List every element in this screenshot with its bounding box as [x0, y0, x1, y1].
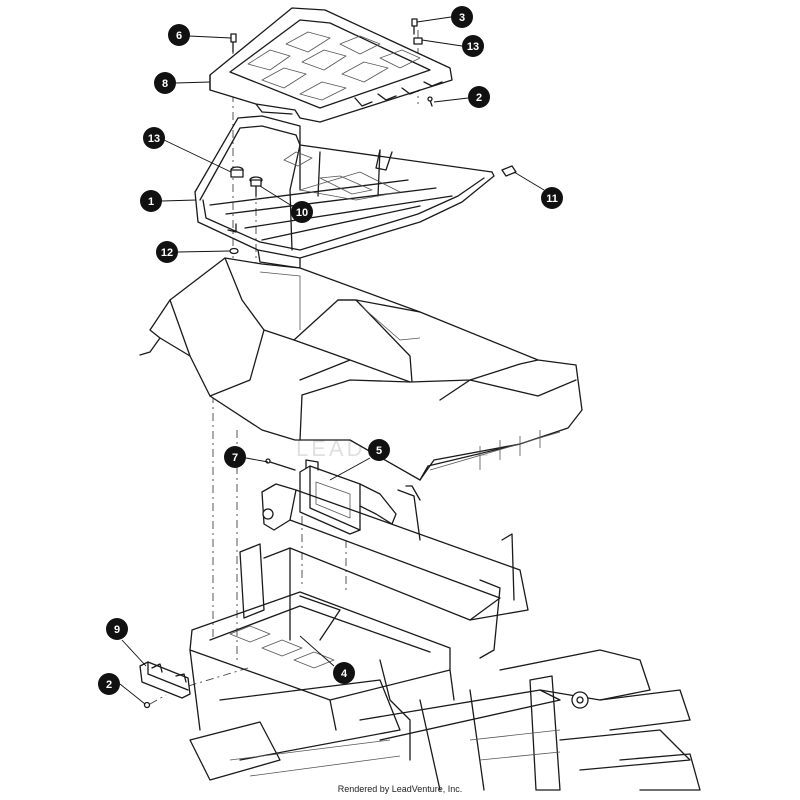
callout-label: 4 [341, 668, 348, 680]
callout-6: 6 [168, 24, 190, 46]
callout-3: 3 [451, 6, 473, 28]
callout-8: 8 [154, 72, 176, 94]
callout-13-upper: 13 [462, 35, 484, 57]
render-credit: Rendered by LeadVenture, Inc. [337, 784, 463, 794]
callout-label: 2 [106, 679, 112, 691]
part-2-screw-lower [143, 701, 151, 709]
callout-2: 2 [468, 86, 490, 108]
callout-12: 12 [156, 241, 178, 263]
callout-4: 4 [333, 662, 355, 684]
callout-11: 11 [541, 187, 563, 209]
part-6-screw [230, 33, 237, 53]
callout-label: 7 [232, 452, 238, 464]
chassis-frame [189, 483, 701, 791]
part-5-bracket [299, 459, 397, 535]
callout-10: 10 [291, 201, 313, 223]
callout-13-rack: 13 [143, 127, 165, 149]
callout-7: 7 [224, 446, 246, 468]
callout-leaders [119, 16, 545, 705]
callout-1: 1 [140, 190, 162, 212]
callout-label: 3 [459, 12, 465, 24]
callout-label: 9 [114, 624, 120, 636]
part-10-bolt [249, 176, 263, 197]
callout-label: 6 [176, 30, 182, 42]
fasteners [143, 18, 517, 709]
part-13-nut-upper [413, 37, 423, 45]
part-1-cargo-rack [194, 115, 495, 269]
part-8-cargo-mat [209, 7, 453, 123]
callout-label: 11 [546, 193, 558, 205]
callout-label: 2 [476, 92, 482, 104]
part-3-screw [411, 18, 418, 35]
callout-label: 12 [161, 247, 173, 259]
callout-label: 8 [162, 78, 168, 90]
callout-2-lower: 2 [98, 673, 120, 695]
callout-label: 1 [148, 196, 154, 208]
part-2-screw-upper [427, 96, 433, 107]
hood-panel [139, 257, 583, 481]
callout-label: 5 [376, 445, 382, 457]
part-12-washer [229, 247, 239, 255]
part-9-lower-bracket [139, 661, 191, 699]
part-7-screw [265, 458, 296, 471]
callout-label: 13 [467, 41, 479, 53]
callout-9: 9 [106, 618, 128, 640]
callout-label: 13 [148, 133, 160, 145]
part-13-nut-rack [230, 166, 244, 178]
callout-5: 5 [368, 439, 390, 461]
callout-label: 10 [296, 207, 308, 219]
part-11-end-cap [501, 165, 517, 177]
